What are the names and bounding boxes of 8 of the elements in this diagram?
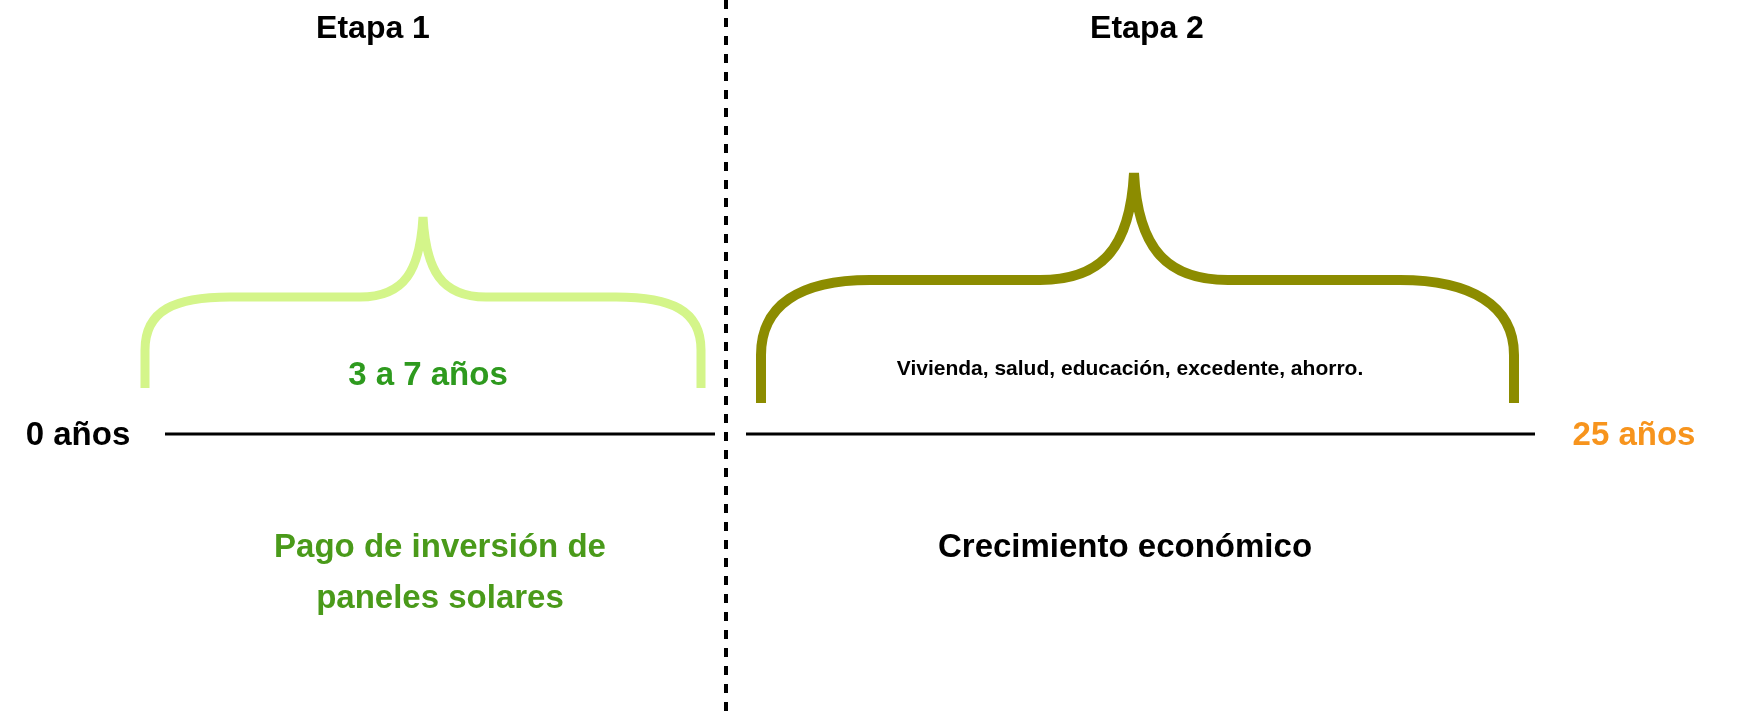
period-label: 3 a 7 años xyxy=(348,354,508,395)
stage-heading: Etapa 1 xyxy=(316,8,430,48)
benefits-text: Vivienda, salud, educación, excedente, ahorro. xyxy=(896,354,1364,381)
phase-description: Crecimiento económico xyxy=(937,526,1313,567)
phase-description: Pago de inversión de paneles solares xyxy=(273,525,607,617)
stage-heading: Etapa 2 xyxy=(1090,8,1204,48)
start-label: 0 años xyxy=(25,414,131,455)
end-label: 25 años xyxy=(1572,414,1696,455)
